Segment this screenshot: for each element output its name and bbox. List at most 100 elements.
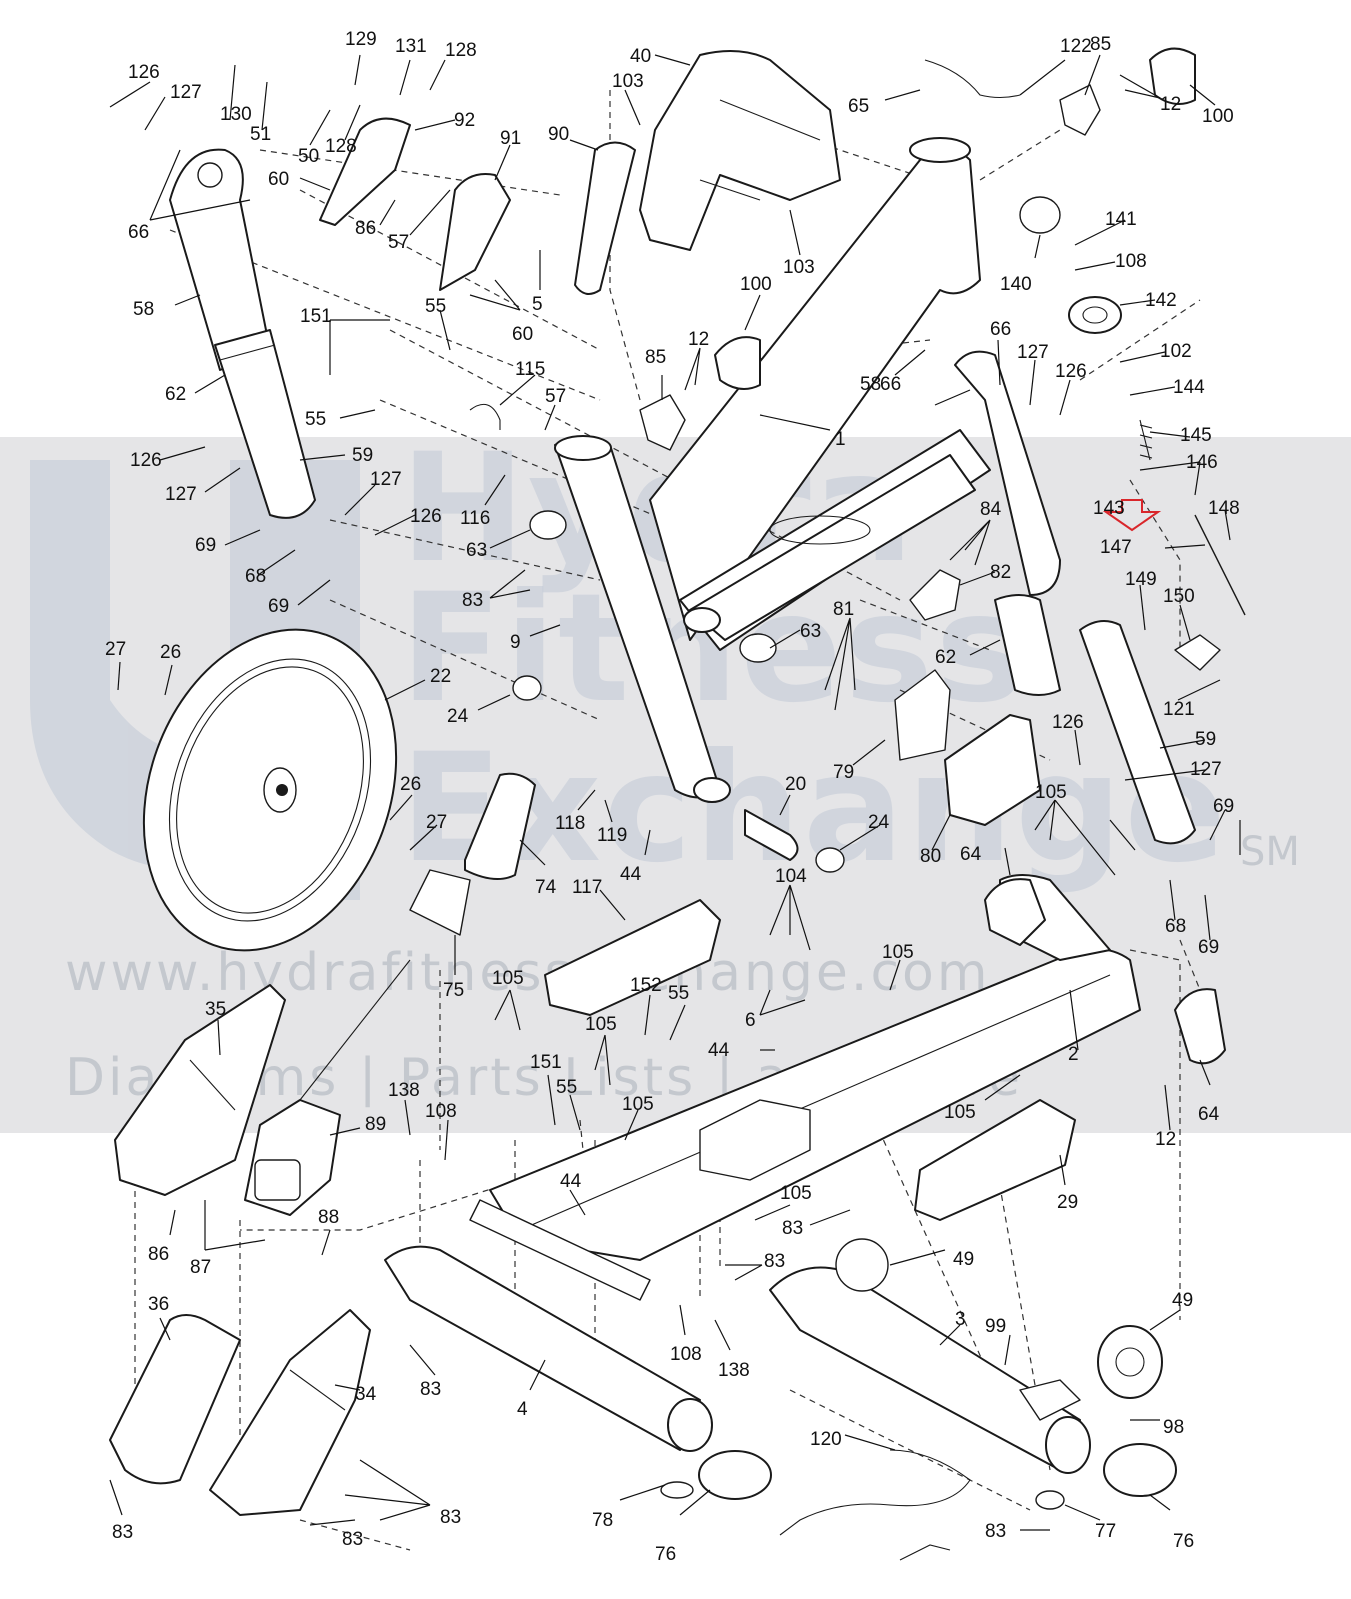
- wire-part-115: [469, 403, 501, 430]
- flywheel-part-22: [142, 628, 398, 952]
- part-number-label: 26: [160, 642, 181, 663]
- handle-grip-part-92: [319, 117, 411, 226]
- shroud-part-34: [209, 1309, 371, 1516]
- part-number-label: 29: [1057, 1192, 1078, 1213]
- part-number-label: 3: [955, 1309, 966, 1330]
- part-number-label: 66: [128, 222, 149, 243]
- part-number-label: 108: [670, 1344, 702, 1365]
- part-number-label: 127: [165, 484, 197, 505]
- pulley-part-142: [1068, 296, 1122, 334]
- part-number-label: 80: [920, 846, 941, 867]
- part-number-label: 44: [708, 1040, 730, 1061]
- part-number-label: 126: [1055, 361, 1087, 382]
- part-number-label: 26: [400, 774, 421, 795]
- part-number-label: 105: [622, 1094, 654, 1115]
- part-number-label: 83: [462, 590, 483, 611]
- foot-part-77: [1035, 1490, 1065, 1510]
- part-number-label: 131: [395, 36, 427, 57]
- upright-post-part-1: [554, 137, 991, 803]
- part-number-label: 2: [1068, 1044, 1079, 1065]
- part-number-label: 128: [325, 136, 357, 157]
- part-number-label: 108: [425, 1101, 457, 1122]
- part-number-label: 44: [560, 1171, 582, 1192]
- part-number-label: 98: [1163, 1417, 1184, 1438]
- part-number-label: 83: [342, 1529, 363, 1550]
- part-number-label: 121: [1163, 699, 1195, 720]
- part-number-label: 69: [268, 596, 289, 617]
- pedal-bracket-part-64-upper: [984, 878, 1046, 946]
- part-number-label: 130: [220, 104, 252, 125]
- part-number-label: 88: [318, 1207, 339, 1228]
- part-number-label: 147: [1100, 537, 1132, 558]
- part-number-label: 115: [515, 359, 545, 380]
- part-number-label: 12: [1155, 1129, 1176, 1150]
- part-number-label: 138: [388, 1080, 420, 1101]
- part-number-label: 62: [165, 384, 186, 405]
- part-number-label: 142: [1145, 290, 1177, 311]
- bracket-part-82: [909, 569, 961, 621]
- cover-part-117: [544, 899, 721, 1016]
- part-number-label: 152: [630, 975, 662, 996]
- part-number-label: 5: [532, 294, 543, 315]
- part-number-label: 50: [298, 146, 319, 167]
- part-number-label: 69: [1213, 796, 1234, 817]
- part-number-label: 27: [105, 639, 126, 660]
- endcap-part-76-front: [698, 1450, 772, 1500]
- part-number-label: 143: [1093, 498, 1125, 519]
- part-number-label: 66: [990, 319, 1011, 340]
- part-number-label: 76: [655, 1544, 676, 1565]
- part-number-label: 119: [597, 825, 627, 846]
- part-number-label: 76: [1173, 1531, 1194, 1552]
- part-number-label: 49: [953, 1249, 974, 1270]
- front-stabilizer-part-4: [384, 1199, 713, 1452]
- part-number-label: 117: [572, 877, 602, 898]
- part-number-label: 6: [745, 1010, 756, 1031]
- part-number-label: 83: [112, 1522, 133, 1543]
- electronics-part-79: [894, 669, 951, 761]
- part-number-label: 68: [245, 566, 266, 587]
- part-number-label: 104: [775, 866, 807, 887]
- shroud-part-35: [114, 984, 286, 1196]
- part-number-label: 12: [688, 329, 709, 350]
- part-number-label: 83: [440, 1507, 461, 1528]
- foot-part-78: [660, 1481, 694, 1499]
- part-number-label: 58: [133, 299, 154, 320]
- part-number-label: 90: [548, 124, 569, 145]
- part-number-label: 55: [305, 409, 326, 430]
- gear-part-63-b: [739, 633, 777, 663]
- left-handle-arm-part-58: [169, 148, 316, 519]
- part-number-label: 141: [1105, 209, 1137, 230]
- knob-part-100-middle: [714, 336, 761, 390]
- part-number-label: 102: [1160, 341, 1192, 362]
- part-number-label: 74: [535, 877, 557, 898]
- wheel-part-49-left: [835, 1238, 889, 1292]
- part-number-label: 83: [764, 1251, 785, 1272]
- part-number-label: 138: [718, 1360, 750, 1381]
- part-number-label: 83: [782, 1218, 803, 1239]
- part-number-label: 128: [445, 40, 477, 61]
- part-number-label: 149: [1125, 569, 1157, 590]
- gear-part-63-a: [529, 510, 567, 540]
- part-number-label: 126: [130, 450, 162, 471]
- part-number-label: 51: [250, 124, 271, 145]
- part-number-label: 55: [668, 983, 689, 1004]
- part-number-label: 140: [1000, 274, 1032, 295]
- part-number-label: 64: [1198, 1104, 1220, 1125]
- roller-part-20: [744, 809, 799, 861]
- part-number-label: 77: [1095, 1521, 1116, 1542]
- part-number-label: 58: [860, 374, 881, 395]
- part-number-label: 24: [868, 812, 890, 833]
- bushing-part-24-b: [815, 847, 845, 873]
- right-handle-arm-part-58: [954, 350, 1196, 845]
- part-number-label: 91: [500, 128, 521, 149]
- part-number-label: 108: [1115, 251, 1147, 272]
- part-number-label: 35: [205, 999, 226, 1020]
- part-number-label: 12: [1160, 94, 1181, 115]
- console-part-40: [639, 50, 841, 251]
- part-number-label: 99: [985, 1316, 1006, 1337]
- part-number-label: 129: [345, 29, 377, 50]
- part-number-label: 57: [545, 386, 566, 407]
- part-number-label: 118: [555, 813, 585, 834]
- part-number-label: 49: [1172, 1290, 1193, 1311]
